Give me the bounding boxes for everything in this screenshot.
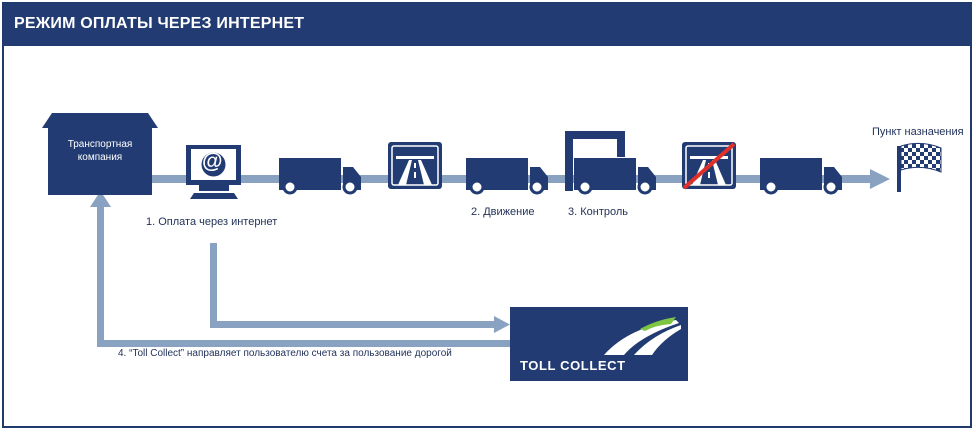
computer-icon	[186, 145, 241, 199]
truck-icon	[279, 158, 361, 195]
invoice-arrow	[90, 191, 511, 347]
destination-label: Пункт назначения	[872, 126, 964, 138]
step-3-label: 3. Контроль	[568, 206, 629, 218]
toll-collect-logo	[510, 307, 688, 381]
internet-symbol: @	[202, 150, 223, 173]
truck-icon	[466, 158, 548, 195]
page-title: РЕЖИМ ОПЛАТЫ ЧЕРЕЗ ИНТЕРНЕТ	[14, 15, 305, 32]
toll-collect-text: TOLL COLLECT	[520, 358, 626, 373]
step-1-label: 1. Оплата через интернет	[146, 216, 278, 228]
motorway-end-icon	[682, 142, 736, 190]
title-bar: РЕЖИМ ОПЛАТЫ ЧЕРЕЗ ИНТЕРНЕТ	[4, 4, 970, 46]
truck-icon	[760, 158, 842, 195]
step-4-label: 4. “Toll Collect” направляет пользовател…	[118, 348, 452, 359]
house-icon	[42, 113, 158, 195]
step-2-label: 2. Движение	[471, 206, 535, 218]
finish-flag-icon	[897, 142, 942, 192]
payment-arrow	[210, 243, 510, 333]
truck-icon	[574, 158, 656, 195]
toll-gantry-icon	[565, 131, 625, 191]
company-label: Транспортная компания	[67, 139, 133, 163]
motorway-icon	[388, 142, 442, 189]
